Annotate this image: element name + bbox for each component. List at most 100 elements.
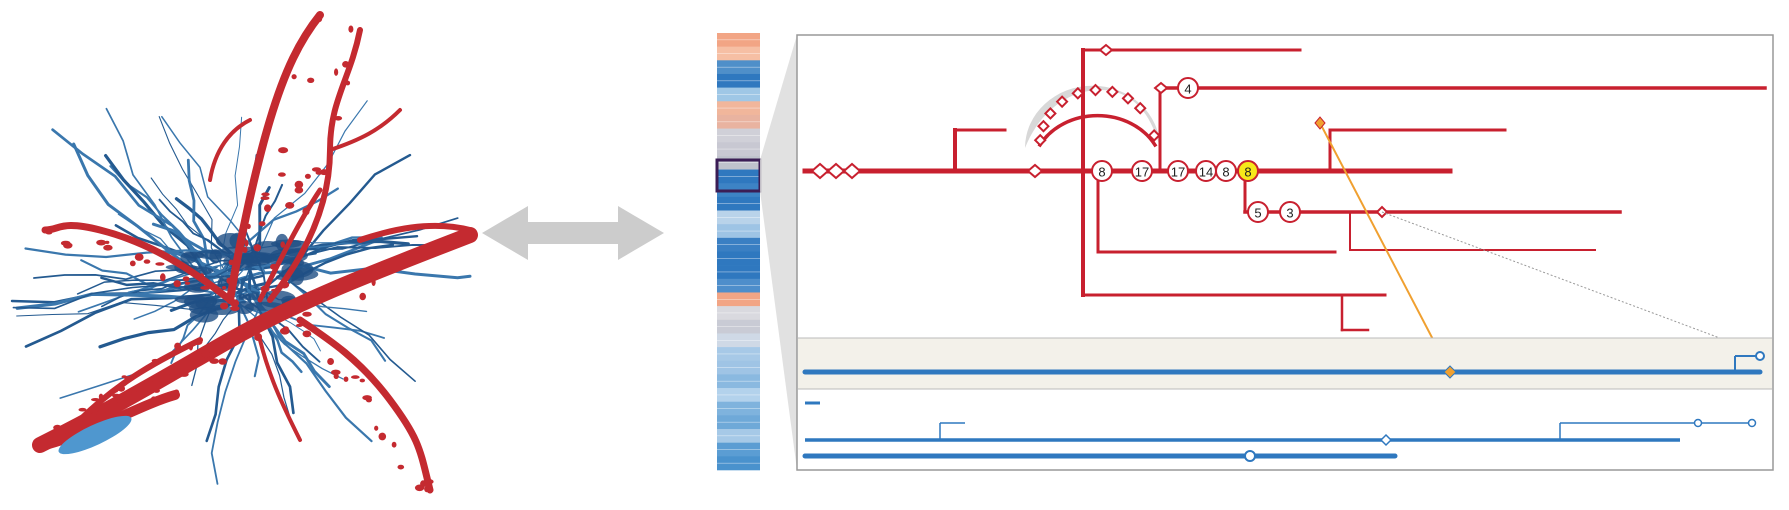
- arc-diamond[interactable]: [1147, 129, 1161, 142]
- red-spine: [127, 388, 138, 393]
- svg-text:17: 17: [1171, 165, 1185, 180]
- red-spine: [371, 278, 376, 287]
- arc-diamond[interactable]: [1105, 85, 1119, 99]
- selected-blue-band: [798, 337, 1772, 390]
- blue-node-marker[interactable]: [1747, 418, 1757, 428]
- red-spine: [264, 204, 272, 212]
- orange-marker-top[interactable]: [1314, 116, 1326, 130]
- blue-node-marker[interactable]: [1244, 450, 1256, 462]
- red-spine: [103, 244, 113, 251]
- end-node[interactable]: [1755, 351, 1765, 361]
- red-spine: [342, 61, 350, 68]
- red-spine: [397, 464, 405, 470]
- arc-diamond[interactable]: [1037, 119, 1050, 133]
- red-spine: [218, 358, 227, 365]
- red-spine: [307, 77, 315, 84]
- red-spine: [260, 196, 270, 201]
- node-circle-highlighted[interactable]: 8: [1237, 160, 1259, 182]
- red-spine: [103, 404, 111, 411]
- soma-patch: [58, 415, 132, 455]
- node-circle[interactable]: 17: [1167, 160, 1189, 182]
- blue-diamond-marker[interactable]: [1379, 433, 1393, 447]
- blue-process: [186, 158, 214, 282]
- blue-cluster: [189, 307, 219, 323]
- blue-process: [245, 259, 295, 415]
- red-spine: [359, 378, 365, 383]
- red-spine: [153, 388, 160, 393]
- red-spine: [63, 242, 73, 249]
- red-spine: [351, 375, 360, 379]
- red-spine: [271, 288, 281, 292]
- orange-marker-bottom[interactable]: [1443, 365, 1457, 379]
- blue-cluster: [191, 284, 207, 292]
- svg-text:3: 3: [1286, 206, 1293, 221]
- red-spine: [378, 432, 387, 441]
- red-spine: [426, 479, 434, 485]
- blue-node-marker[interactable]: [1693, 418, 1703, 428]
- svg-text:5: 5: [1254, 206, 1261, 221]
- double-arrow-icon: [482, 206, 664, 260]
- red-tree: 8 17 17 14 8 8: [802, 43, 1767, 373]
- node-circle[interactable]: 8: [1215, 160, 1237, 182]
- blue-cluster: [291, 268, 305, 286]
- red-spine: [414, 484, 425, 492]
- arc-diamond[interactable]: [1133, 101, 1147, 115]
- red-dendrites: [32, 11, 478, 494]
- red-spine: [53, 424, 62, 431]
- blue-process: [235, 299, 344, 380]
- red-spine: [230, 305, 240, 312]
- svg-text:8: 8: [1098, 165, 1105, 180]
- red-spine: [45, 231, 53, 235]
- red-spine: [317, 15, 323, 22]
- node-circle[interactable]: 8: [1091, 160, 1113, 182]
- blue-process: [158, 116, 227, 274]
- node-circle[interactable]: 3: [1279, 201, 1301, 223]
- blue-process: [161, 115, 266, 274]
- red-spine: [424, 485, 430, 493]
- svg-text:17: 17: [1135, 165, 1149, 180]
- blue-process: [76, 259, 252, 295]
- red-spine: [302, 330, 312, 338]
- red-spine: [294, 180, 304, 189]
- red-spine: [228, 259, 234, 266]
- red-spine: [279, 281, 290, 289]
- node-circle[interactable]: 14: [1195, 160, 1217, 182]
- red-spine: [220, 302, 229, 310]
- red-spine: [226, 277, 232, 284]
- red-spine: [334, 116, 343, 121]
- svg-text:8: 8: [1244, 165, 1251, 180]
- red-spine: [258, 221, 266, 227]
- red-spine: [327, 358, 334, 365]
- node-circle[interactable]: 17: [1131, 160, 1153, 182]
- red-spine: [391, 441, 397, 448]
- red-spine: [260, 285, 270, 293]
- red-spine: [244, 239, 249, 247]
- blue-process: [243, 283, 373, 443]
- node-circle[interactable]: 4: [1177, 77, 1199, 99]
- red-spine: [91, 398, 100, 402]
- red-spine: [96, 239, 107, 246]
- arc-diamond[interactable]: [1121, 91, 1135, 105]
- red-spine: [246, 223, 251, 229]
- blue-cluster: [238, 252, 278, 264]
- arc-diamond[interactable]: [1071, 86, 1085, 100]
- red-spine: [226, 341, 236, 346]
- red-spine: [155, 262, 165, 266]
- arc-diamond[interactable]: [1043, 107, 1057, 120]
- arc-diamond[interactable]: [1033, 133, 1047, 147]
- blue-cluster: [194, 249, 231, 260]
- red-spine: [278, 147, 289, 154]
- red-spine: [345, 80, 351, 86]
- red-spine: [124, 376, 133, 381]
- zoom-funnel: [760, 35, 797, 470]
- node-circle[interactable]: 5: [1247, 201, 1269, 223]
- red-spine: [179, 371, 189, 377]
- red-spine: [104, 240, 110, 244]
- orange-connector: [1319, 122, 1451, 373]
- arc-diamond[interactable]: [1089, 83, 1102, 97]
- red-spine: [152, 375, 160, 384]
- arc-diamonds: [1033, 83, 1161, 147]
- red-spine: [365, 397, 372, 403]
- arc-diamond[interactable]: [1055, 95, 1069, 109]
- red-spine: [348, 25, 354, 33]
